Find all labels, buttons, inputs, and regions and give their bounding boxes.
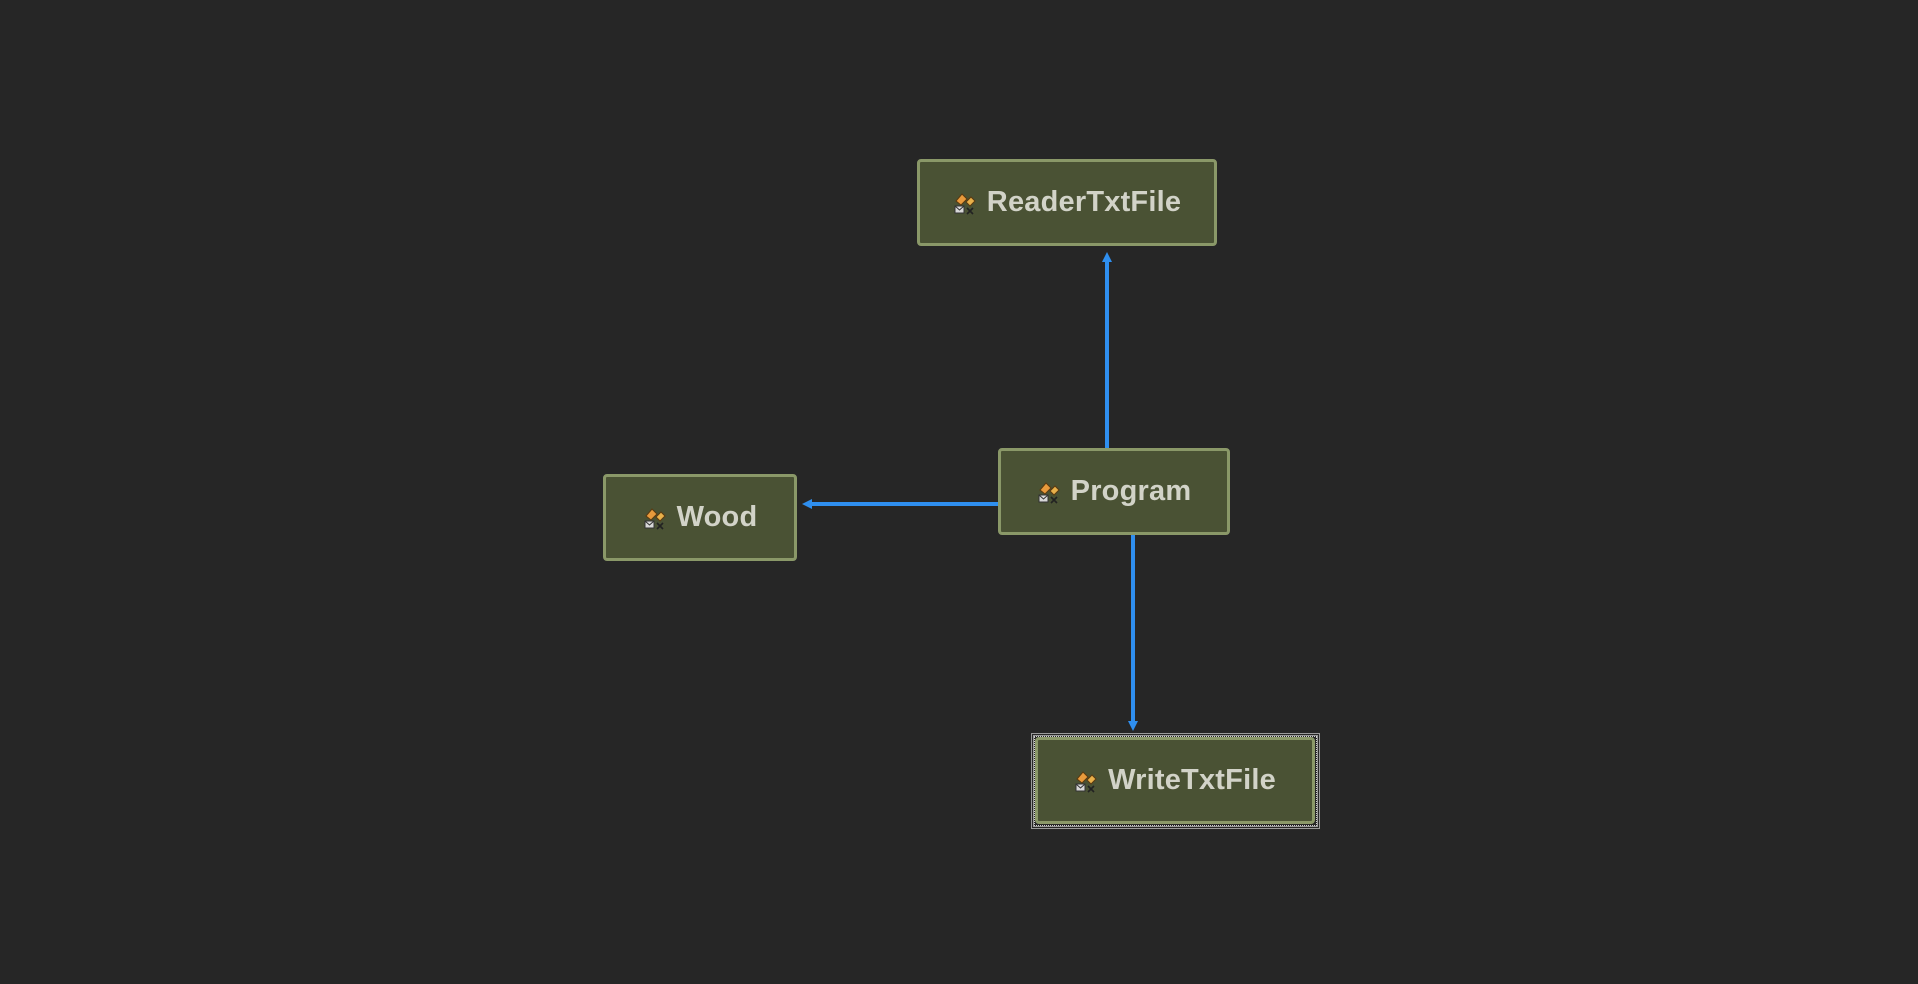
class-icon — [954, 192, 976, 215]
node-label: WriteTxtFile — [1108, 764, 1276, 796]
node-label: Wood — [676, 501, 758, 533]
node-wood[interactable]: Wood — [603, 474, 797, 561]
node-program[interactable]: Program — [998, 448, 1230, 535]
class-icon — [1075, 770, 1097, 793]
node-label: Program — [1070, 475, 1192, 507]
node-writetxtfile[interactable]: WriteTxtFile — [1035, 737, 1315, 824]
node-readertxtfile[interactable]: ReaderTxtFile — [917, 159, 1217, 246]
node-label: ReaderTxtFile — [986, 186, 1182, 218]
class-icon — [644, 507, 666, 530]
class-icon — [1038, 481, 1060, 504]
selection-frame — [1031, 733, 1320, 829]
